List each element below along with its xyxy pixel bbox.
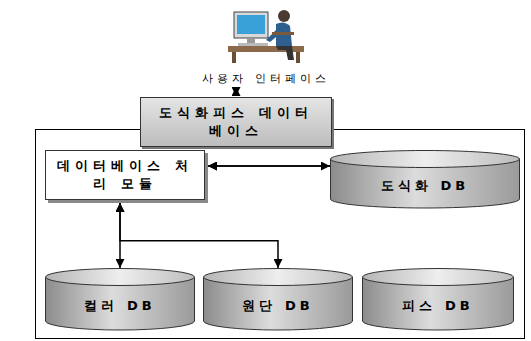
node-label: 도식화 DB bbox=[381, 177, 469, 195]
node-label: 사용자 인터페이스 bbox=[178, 71, 354, 86]
system-frame bbox=[36, 130, 525, 339]
database-title-box: 도식화피스 데이터베이스 bbox=[140, 97, 332, 147]
database-cylinder: 피스 DB bbox=[362, 268, 514, 330]
process-box: 데이터베이스 처리 모듈 bbox=[45, 150, 205, 200]
node-label: 데이터베이스 처리 모듈 bbox=[56, 157, 194, 192]
arrow-connector bbox=[120, 203, 278, 268]
database-cylinder: 원단 DB bbox=[203, 268, 353, 330]
database-cylinder: 도식화 DB bbox=[330, 150, 520, 208]
node-label: 원단 DB bbox=[242, 297, 313, 315]
arrow-connector bbox=[235, 87, 237, 96]
user-at-computer-icon bbox=[226, 2, 306, 64]
user-interface: 사용자 인터페이스 bbox=[178, 2, 354, 86]
database-cylinder: 컬러 DB bbox=[45, 268, 195, 330]
node-label: 컬러 DB bbox=[84, 297, 155, 315]
node-label: 피스 DB bbox=[402, 297, 473, 315]
node-label: 도식화피스 데이터베이스 bbox=[151, 104, 321, 139]
